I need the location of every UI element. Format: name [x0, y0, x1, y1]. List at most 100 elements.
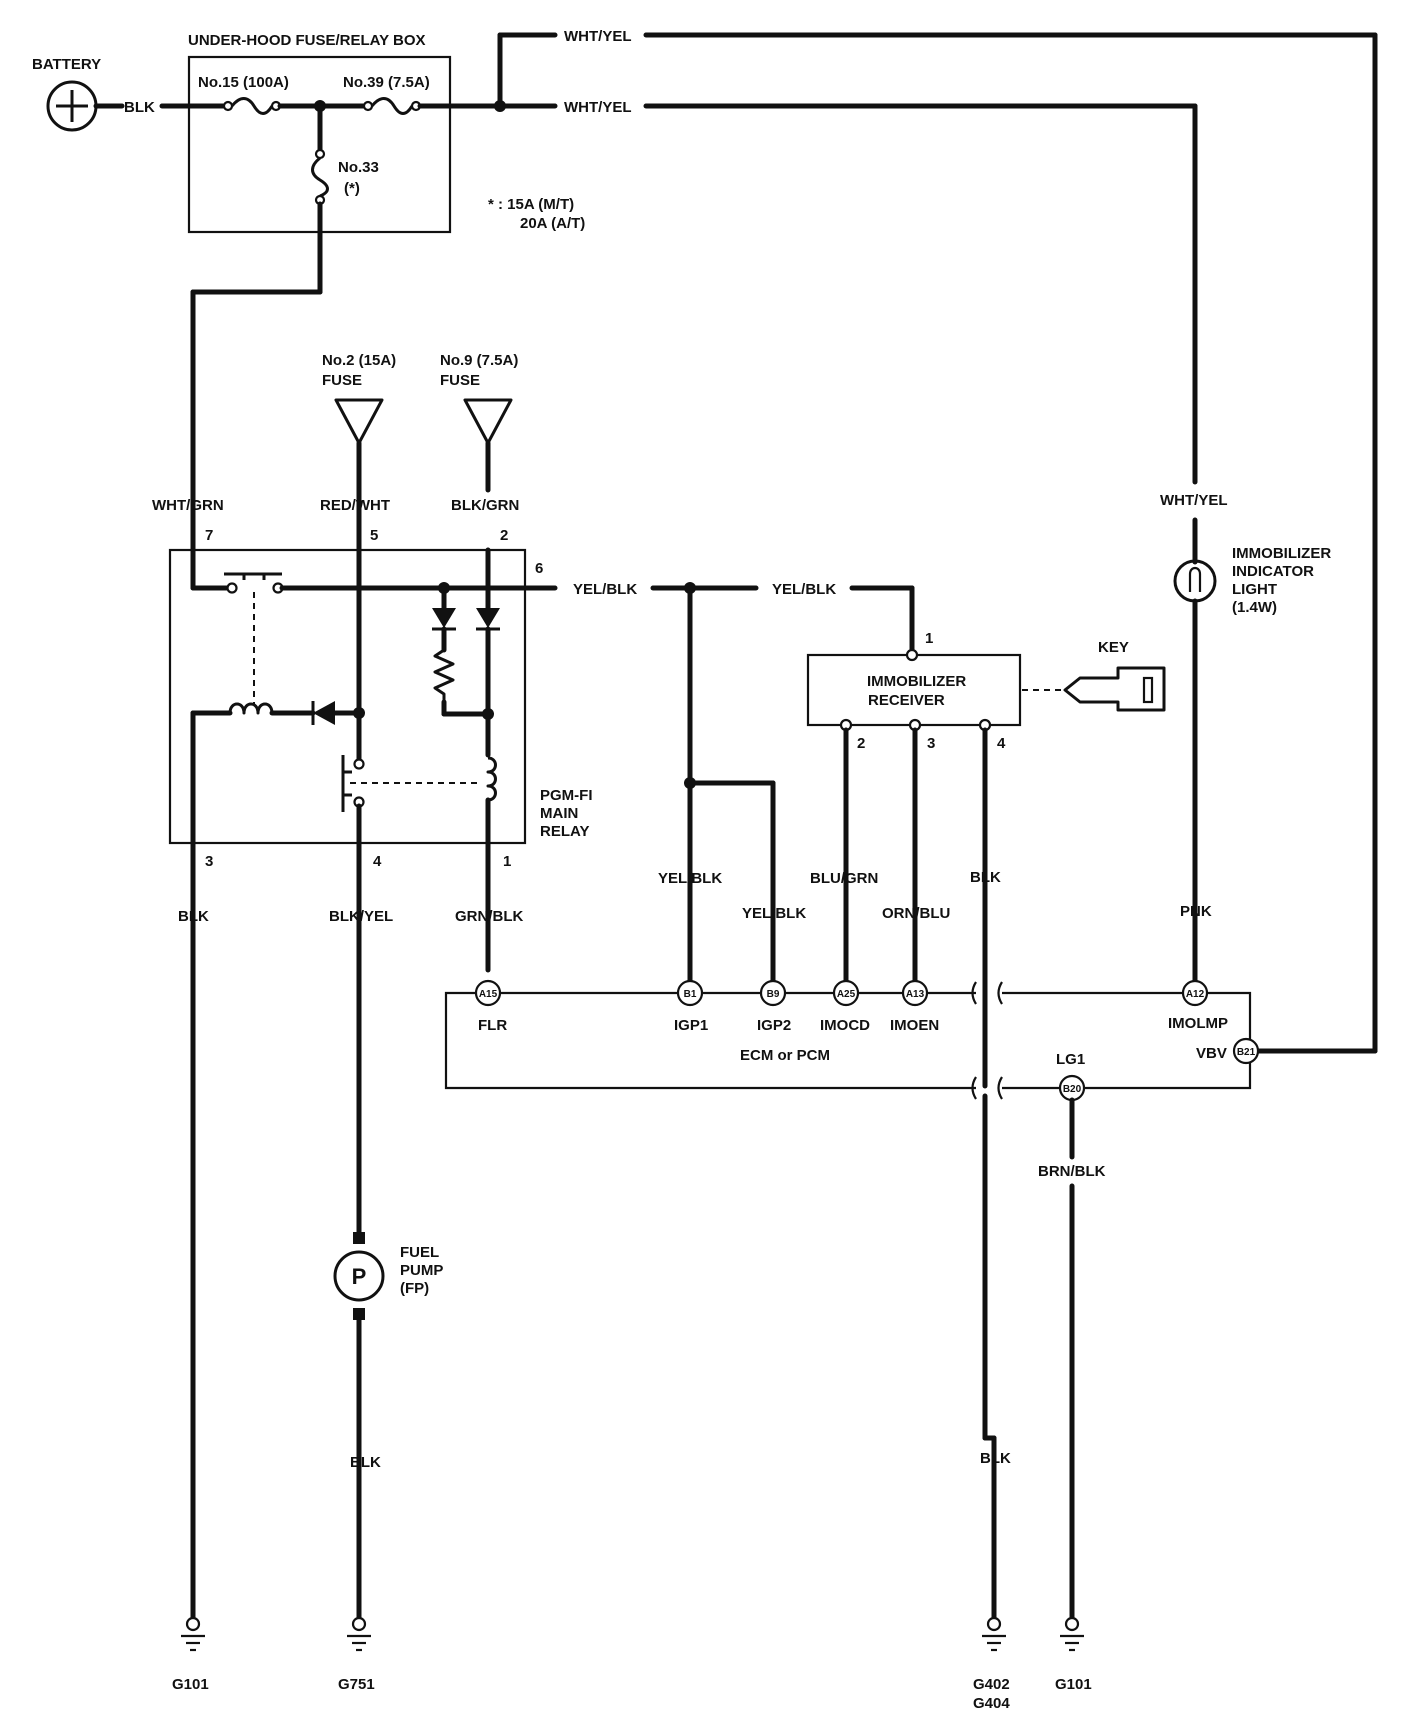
fuse15-label: No.15 (100A) — [198, 74, 289, 91]
ground-g402-g404: G402 G404 — [973, 1616, 1010, 1712]
lg1-label: LG1 — [1056, 1051, 1085, 1068]
fuse33-star: (*) — [344, 180, 360, 197]
fuse15-symbol — [230, 97, 274, 115]
ground-g101-right: G101 — [1055, 1616, 1092, 1693]
relay-pin-7: 7 — [205, 527, 213, 544]
wire-label-blk-g402: BLK — [980, 1450, 1011, 1467]
immobilizer-receiver: IMMOBILIZER RECEIVER — [806, 653, 1022, 727]
fuse33-label: No.33 — [338, 159, 379, 176]
wire-label-wht-yel-light: WHT/YEL — [1160, 492, 1228, 509]
receiver-outline — [806, 653, 1022, 727]
fuse2-triangle-symbol — [334, 398, 384, 445]
fuse9-triangle-symbol — [463, 398, 513, 445]
relay-diode-right — [476, 608, 500, 628]
ecm-outline-right — [1002, 991, 1252, 1090]
relay-pin-3: 3 — [205, 853, 213, 870]
receiver-pin-3: 3 — [927, 735, 935, 752]
svg-text:A15: A15 — [479, 989, 498, 1000]
under-hood-fuse-relay-box: UNDER-HOOD FUSE/RELAY BOX No.15 (100A) N… — [187, 32, 452, 234]
relay-pin-6: 6 — [535, 560, 543, 577]
wire-label-yel-blk-2: YEL/BLK — [772, 581, 836, 598]
ecm-signal-igp2: IGP2 — [757, 1017, 791, 1034]
wire-label-blu-grn: BLU/GRN — [810, 870, 878, 887]
pgm-fi-main-relay: PGM-FI MAIN RELAY — [168, 548, 593, 845]
ecm-pcm-module: ECM or PCM — [444, 981, 1252, 1100]
ground-g101-left: G101 — [172, 1616, 209, 1693]
ecm-signal-imocd: IMOCD — [820, 1017, 870, 1034]
wire-label-yel-blk-1: YEL/BLK — [573, 581, 637, 598]
immobilizer-indicator-light: IMMOBILIZER INDICATOR LIGHT (1.4W) — [1173, 545, 1331, 616]
wire-label-blk-receiver: BLK — [970, 869, 1001, 886]
light-label-line2: INDICATOR — [1232, 563, 1314, 580]
relay-label-line3: RELAY — [540, 823, 589, 840]
key-icon — [1063, 666, 1166, 712]
relay-outline — [168, 548, 527, 845]
wire-label-blk-grn: BLK/GRN — [451, 497, 519, 514]
relay-label-line1: PGM-FI — [540, 787, 593, 804]
ecm-terminal-a12 — [1181, 979, 1209, 1007]
wire-label-wht-yel-mid: WHT/YEL — [564, 99, 632, 116]
ecm-terminal-a15 — [474, 979, 502, 1007]
svg-text:B21: B21 — [1237, 1047, 1256, 1058]
ecm-signal-imolmp: IMOLMP — [1168, 1015, 1228, 1032]
fuse-rating-note-line1: * : 15A (M/T) — [488, 196, 574, 213]
ground-g751: G751 — [338, 1616, 375, 1693]
fuel-pump: P FUEL PUMP (FP) — [333, 1232, 443, 1320]
fuse33-symbol — [311, 156, 329, 198]
fuse9-label-line1: No.9 (7.5A) — [440, 352, 518, 369]
svg-text:G101: G101 — [172, 1676, 209, 1693]
wire-label-orn-blu: ORN/BLU — [882, 905, 950, 922]
svg-text:G101: G101 — [1055, 1676, 1092, 1693]
key-label: KEY — [1098, 639, 1129, 656]
receiver-pin-4: 4 — [997, 735, 1006, 752]
relay-label-line2: MAIN — [540, 805, 578, 822]
receiver-label-line1: IMMOBILIZER — [867, 673, 966, 690]
ecm-signal-imoen: IMOEN — [890, 1017, 939, 1034]
ecm-outline-left — [444, 991, 976, 1090]
svg-text:B9: B9 — [767, 989, 780, 1000]
fuse2-label-line2: FUSE — [322, 372, 362, 389]
wire-label-blk-battery: BLK — [124, 99, 155, 116]
fuse39-symbol — [370, 97, 414, 115]
wire-label-blk-g101: BLK — [178, 908, 209, 925]
receiver-label-line2: RECEIVER — [868, 692, 945, 709]
light-label-line3: LIGHT — [1232, 581, 1277, 598]
fuse-rating-note-line2: 20A (A/T) — [520, 215, 585, 232]
fuse2-label-line1: No.2 (15A) — [322, 352, 396, 369]
ecm-signal-igp1: IGP1 — [674, 1017, 708, 1034]
svg-text:A12: A12 — [1186, 989, 1205, 1000]
wire-label-wht-grn: WHT/GRN — [152, 497, 224, 514]
ecm-terminal-b9 — [759, 979, 787, 1007]
svg-text:A25: A25 — [837, 989, 856, 1000]
svg-text:G404: G404 — [973, 1695, 1010, 1712]
ecm-terminal-b21 — [1232, 1037, 1260, 1065]
ecm-terminal-a13 — [901, 979, 929, 1007]
pump-label-line1: FUEL — [400, 1244, 439, 1261]
receiver-pin-1: 1 — [925, 630, 933, 647]
wire-label-red-wht: RED/WHT — [320, 497, 390, 514]
relay-coil-left — [228, 702, 274, 715]
relay-pin-5: 5 — [370, 527, 378, 544]
relay-pin-1: 1 — [503, 853, 511, 870]
relay-resistor — [433, 648, 455, 702]
wire-label-brn-blk: BRN/BLK — [1038, 1163, 1106, 1180]
battery: BATTERY — [32, 56, 101, 132]
fuse39-label: No.39 (7.5A) — [343, 74, 430, 91]
svg-text:B20: B20 — [1063, 1084, 1082, 1095]
wire-label-grn-blk: GRN/BLK — [455, 908, 523, 925]
wire-label-wht-yel-top: WHT/YEL — [564, 28, 632, 45]
light-label-line4: (1.4W) — [1232, 599, 1277, 616]
ecm-signal-vbv: VBV — [1196, 1045, 1227, 1062]
light-label-line1: IMMOBILIZER — [1232, 545, 1331, 562]
fuse9-label-line2: FUSE — [440, 372, 480, 389]
ecm-signal-flr: FLR — [478, 1017, 507, 1034]
svg-text:A13: A13 — [906, 989, 925, 1000]
wire-label-yel-blk-igp1: YEL/BLK — [658, 870, 722, 887]
relay-pin-2: 2 — [500, 527, 508, 544]
ecm-terminal-a25 — [832, 979, 860, 1007]
svg-text:G402: G402 — [973, 1676, 1010, 1693]
wire-label-yel-blk-igp2: YEL/BLK — [742, 905, 806, 922]
ecm-terminal-b1 — [676, 979, 704, 1007]
battery-label: BATTERY — [32, 56, 101, 73]
